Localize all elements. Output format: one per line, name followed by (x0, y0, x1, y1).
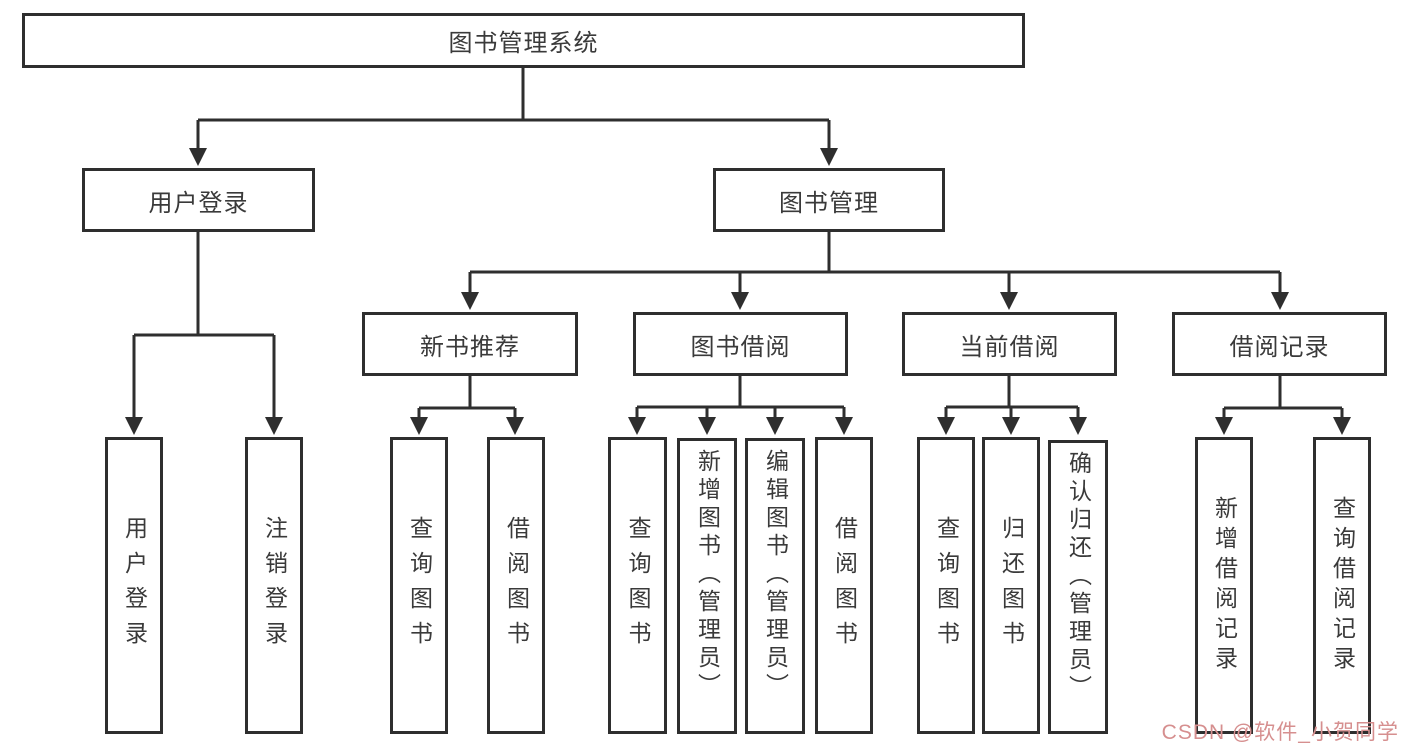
leaf-edit-books-admin-label: 编辑图书（管理员） (762, 449, 789, 701)
leaf-confirm-return-admin-label: 确认归还（管理员） (1065, 451, 1092, 703)
leaf-add-borrow-record: 新增借阅记录 (1195, 437, 1253, 734)
node-records: 借阅记录 (1172, 312, 1387, 376)
connector-records-children (1215, 376, 1351, 435)
leaf-edit-books-admin: 编辑图书（管理员） (745, 438, 805, 734)
leaf-logout: 注销登录 (245, 437, 303, 734)
node-root: 图书管理系统 (22, 13, 1025, 68)
leaf-logout-label: 注销登录 (261, 515, 288, 656)
connector-current-children (937, 376, 1087, 435)
node-records-label: 借阅记录 (1229, 333, 1330, 361)
leaf-user-login-label: 用户登录 (121, 515, 148, 656)
leaf-borrow-books-1-label: 借阅图书 (503, 515, 530, 656)
leaf-borrow-books-2-label: 借阅图书 (831, 515, 858, 656)
node-user-login-label: 用户登录 (148, 189, 249, 217)
leaf-query-borrow-record: 查询借阅记录 (1313, 437, 1371, 734)
leaf-confirm-return-admin: 确认归还（管理员） (1048, 440, 1108, 734)
leaf-add-books-admin: 新增图书（管理员） (677, 438, 737, 734)
leaf-query-books-2: 查询图书 (608, 437, 667, 734)
connector-borrow-children (628, 376, 853, 435)
connector-new-books-children (410, 376, 524, 435)
node-book-mgmt: 图书管理 (713, 168, 945, 232)
leaf-return-books-label: 归还图书 (998, 515, 1025, 656)
node-borrow: 图书借阅 (633, 312, 848, 376)
leaf-query-books-1: 查询图书 (390, 437, 448, 734)
watermark: CSDN @软件_小贺同学 (1161, 721, 1399, 744)
node-new-books: 新书推荐 (362, 312, 578, 376)
leaf-query-borrow-record-label: 查询借阅记录 (1329, 495, 1356, 676)
connector-book-mgmt-children (461, 232, 1289, 310)
leaf-query-books-2-label: 查询图书 (625, 515, 651, 656)
node-book-mgmt-label: 图书管理 (779, 189, 879, 217)
node-new-books-label: 新书推荐 (420, 333, 520, 361)
leaf-query-books-3-label: 查询图书 (933, 515, 960, 656)
node-root-label: 图书管理系统 (448, 30, 599, 57)
node-current: 当前借阅 (902, 312, 1117, 376)
leaf-add-borrow-record-label: 新增借阅记录 (1211, 495, 1238, 676)
connector-root-to-level2 (189, 68, 838, 166)
node-user-login: 用户登录 (82, 168, 315, 232)
node-borrow-label: 图书借阅 (690, 333, 791, 361)
leaf-borrow-books-1: 借阅图书 (487, 437, 545, 734)
leaf-query-books-3: 查询图书 (917, 437, 975, 734)
leaf-add-books-admin-label: 新增图书（管理员） (694, 449, 721, 701)
leaf-borrow-books-2: 借阅图书 (815, 437, 873, 734)
leaf-user-login: 用户登录 (105, 437, 163, 734)
connector-user-login-children (125, 232, 283, 435)
node-current-label: 当前借阅 (959, 333, 1060, 361)
leaf-query-books-1-label: 查询图书 (406, 515, 433, 656)
leaf-return-books: 归还图书 (982, 437, 1040, 734)
